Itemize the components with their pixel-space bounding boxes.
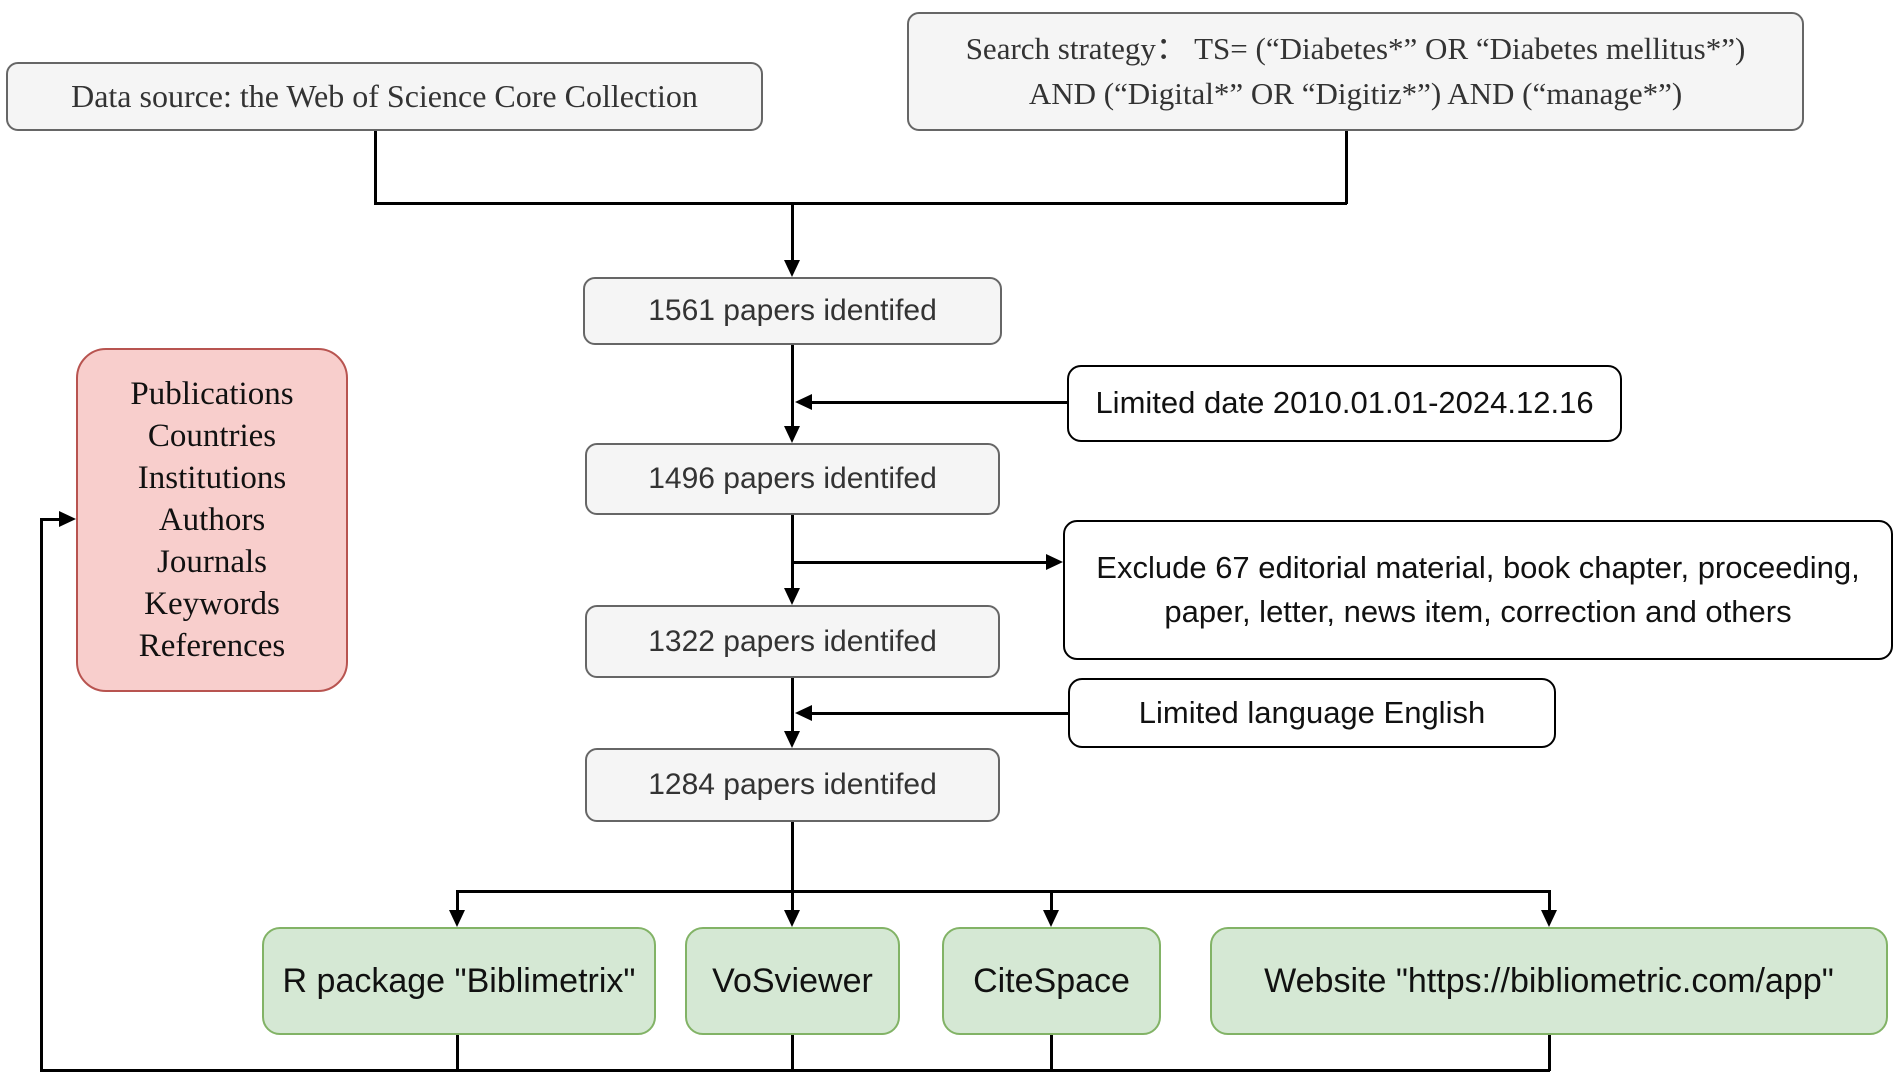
analysis-item-publications: Publications (130, 376, 294, 412)
analysis-item-journals: Journals (157, 544, 267, 580)
connector-drop-bibliometrix (456, 890, 459, 912)
connector-left-loop (40, 519, 43, 1071)
arrowhead-down (784, 426, 800, 443)
arrowhead-left (795, 705, 812, 721)
connector-loop-to-redbox (40, 518, 62, 521)
box-limited-date: Limited date 2010.01.01-2024.12.16 (1067, 365, 1622, 442)
tool-bibliometrix-label: R package "Biblimetrix" (282, 961, 636, 1000)
analysis-item-references: References (138, 628, 286, 664)
box-data-source: Data source: the Web of Science Core Col… (6, 62, 763, 131)
arrowhead-right (1046, 554, 1063, 570)
arrowhead-down (1043, 910, 1059, 927)
analysis-item-countries: Countries (147, 418, 277, 454)
connector-data-source-drop (374, 131, 377, 204)
tool-citespace-label: CiteSpace (973, 961, 1130, 1000)
connector-website-out (1548, 1035, 1551, 1071)
connector-merge-to-1561 (791, 202, 794, 264)
box-tool-vosviewer: VoSviewer (685, 927, 900, 1035)
connector-1284-to-distribution (791, 822, 794, 892)
search-strategy-line2: AND (“Digital*” OR “Digitiz*”) AND (“man… (1028, 75, 1683, 111)
connector-bibliometrix-out (456, 1035, 459, 1071)
arrowhead-down (784, 910, 800, 927)
connector-search-drop (1345, 131, 1348, 204)
analysis-item-keywords: Keywords (144, 586, 280, 622)
arrowhead-right (59, 511, 76, 527)
connector-1561-to-1496 (791, 345, 794, 429)
arrowhead-down (784, 731, 800, 748)
limited-date-label: Limited date 2010.01.01-2024.12.16 (1095, 385, 1594, 421)
box-tool-citespace: CiteSpace (942, 927, 1161, 1035)
search-strategy-line1: Search strategy： TS= (“Diabetes*” OR “Di… (965, 30, 1746, 66)
box-tool-website: Website "https://bibliometric.com/app" (1210, 927, 1888, 1035)
connector-vosviewer-out (791, 1035, 794, 1071)
box-papers-1322: 1322 papers identifed (585, 605, 1000, 678)
tool-website-label: Website "https://bibliometric.com/app" (1264, 961, 1834, 1000)
exclude-line2: paper, letter, news item, correction and… (1164, 594, 1792, 629)
connector-exclude-branch (791, 561, 1047, 564)
connector-merge-line (374, 202, 1347, 205)
box-papers-1561: 1561 papers identifed (583, 277, 1002, 345)
arrowhead-down (784, 588, 800, 605)
connector-citespace-out (1050, 1035, 1053, 1071)
box-tool-bibliometrix: R package "Biblimetrix" (262, 927, 656, 1035)
data-source-label: Data source: the Web of Science Core Col… (71, 78, 698, 115)
connector-limited-language (808, 712, 1068, 715)
connector-limited-date (808, 401, 1067, 404)
papers-1496-label: 1496 papers identifed (648, 462, 937, 496)
box-papers-1496: 1496 papers identifed (585, 443, 1000, 515)
analysis-item-authors: Authors (158, 502, 266, 538)
analysis-item-institutions: Institutions (137, 460, 287, 496)
papers-1322-label: 1322 papers identifed (648, 624, 937, 658)
connector-drop-website (1548, 890, 1551, 912)
connector-drop-vosviewer (791, 890, 794, 912)
arrowhead-down (784, 260, 800, 277)
arrowhead-left (795, 394, 812, 410)
papers-1561-label: 1561 papers identifed (648, 294, 937, 328)
connector-bottom-collector (40, 1069, 1550, 1072)
tool-vosviewer-label: VoSviewer (712, 961, 873, 1000)
box-analysis-items: Publications Countries Institutions Auth… (76, 348, 348, 692)
box-search-strategy: Search strategy： TS= (“Diabetes*” OR “Di… (907, 12, 1804, 131)
connector-1496-to-1322 (791, 515, 794, 591)
box-exclude-criteria: Exclude 67 editorial material, book chap… (1063, 520, 1893, 660)
arrowhead-down (1541, 910, 1557, 927)
connector-1322-to-1284 (791, 678, 794, 734)
box-limited-language: Limited language English (1068, 678, 1556, 748)
arrowhead-down (449, 910, 465, 927)
connector-distribution-line (456, 890, 1550, 893)
exclude-line1: Exclude 67 editorial material, book chap… (1096, 549, 1860, 585)
box-papers-1284: 1284 papers identifed (585, 748, 1000, 822)
papers-1284-label: 1284 papers identifed (648, 768, 937, 802)
connector-drop-citespace (1050, 890, 1053, 912)
limited-language-label: Limited language English (1138, 694, 1486, 730)
